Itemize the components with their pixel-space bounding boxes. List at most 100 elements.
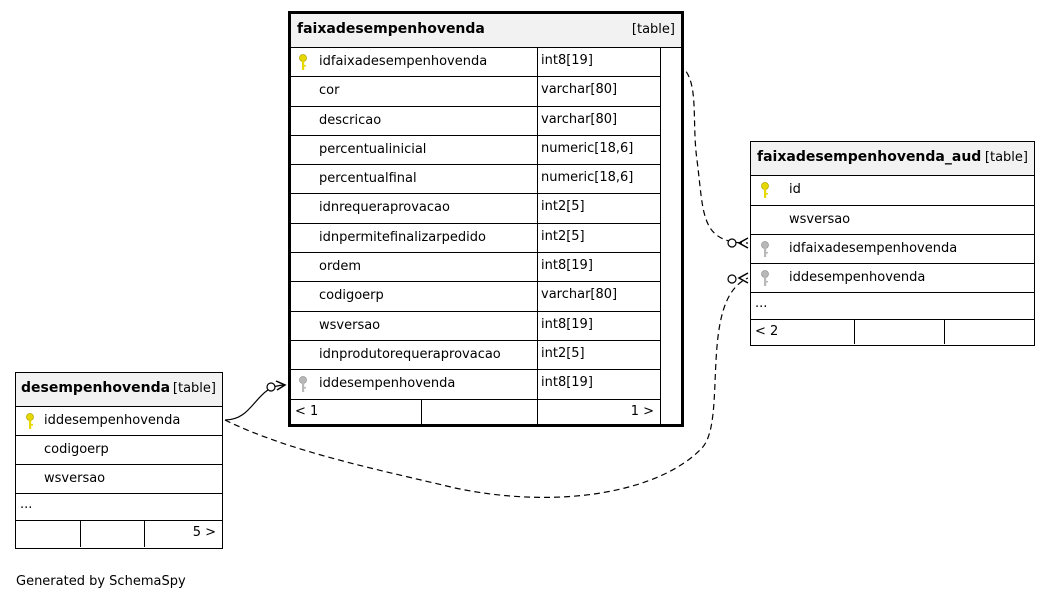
column-row[interactable]: percentualfinal numeric[18,6] bbox=[291, 165, 660, 195]
column-type: varchar[80] bbox=[541, 82, 618, 98]
children-count[interactable]: 1 > bbox=[630, 403, 654, 419]
foreign-key-icon bbox=[299, 376, 307, 393]
primary-key-icon bbox=[761, 182, 769, 198]
column-divider bbox=[537, 106, 538, 135]
edge-aud-to-faixa bbox=[659, 59, 749, 244]
column-type: int2[5] bbox=[541, 345, 585, 361]
table-footer: < 2 bbox=[751, 320, 1034, 344]
columns-list: idfaixadesempenhovenda int8[19] cor varc… bbox=[291, 48, 661, 425]
column-row[interactable]: wsversao bbox=[16, 465, 222, 494]
column-name: idfaixadesempenhovenda bbox=[789, 241, 958, 256]
column-divider bbox=[537, 370, 538, 399]
edge-optional-circle bbox=[266, 382, 276, 392]
primary-key-icon bbox=[299, 54, 307, 70]
edge-optional-circle bbox=[727, 238, 737, 248]
column-row[interactable]: iddesempenhovenda int8[19] bbox=[291, 370, 660, 400]
column-row[interactable]: idnpermitefinalizarpedido int2[5] bbox=[291, 223, 660, 254]
column-name: percentualfinal bbox=[319, 171, 417, 187]
column-row[interactable]: iddesempenhovenda bbox=[16, 407, 222, 436]
column-type: int8[19] bbox=[541, 316, 593, 332]
column-divider bbox=[537, 223, 538, 253]
edge-optional-circle bbox=[727, 274, 737, 284]
more-columns-ellipsis: ... bbox=[20, 497, 33, 512]
edge-aud-to-desempenho bbox=[224, 277, 749, 498]
column-type: int2[5] bbox=[541, 199, 585, 215]
children-count[interactable]: 5 > bbox=[192, 525, 216, 540]
column-name: wsversao bbox=[319, 317, 381, 333]
column-name: cor bbox=[319, 83, 340, 99]
table-type-label: [table] bbox=[984, 150, 1028, 165]
column-row[interactable]: codigoerp varchar[80] bbox=[291, 282, 660, 312]
column-row[interactable]: idfaixadesempenhovenda bbox=[751, 235, 1034, 264]
table-name: desempenhovenda bbox=[21, 380, 171, 396]
column-name: id bbox=[789, 182, 801, 197]
column-row[interactable]: descricao varchar[80] bbox=[291, 106, 660, 136]
foreign-key-icon bbox=[761, 270, 769, 286]
column-type: int8[19] bbox=[541, 375, 593, 391]
column-divider bbox=[537, 311, 538, 340]
generated-by-label: Generated by SchemaSpy bbox=[16, 574, 186, 589]
column-type: varchar[80] bbox=[541, 287, 618, 303]
column-name: percentualinicial bbox=[319, 141, 427, 157]
column-row[interactable]: idnrequeraprovacao int2[5] bbox=[291, 194, 660, 224]
column-name: idnrequeraprovacao bbox=[319, 200, 450, 216]
column-type: numeric[18,6] bbox=[541, 140, 634, 156]
column-type: int2[5] bbox=[541, 228, 585, 244]
column-row[interactable]: wsversao int8[19] bbox=[291, 311, 660, 341]
column-row[interactable]: codigoerp bbox=[16, 436, 222, 465]
column-name: idnprodutorequeraprovacao bbox=[319, 346, 501, 362]
foreign-key-icon bbox=[761, 241, 769, 257]
footer-divider bbox=[854, 320, 855, 344]
column-divider bbox=[537, 165, 538, 194]
more-columns-ellipsis: ... bbox=[755, 296, 768, 311]
column-type: numeric[18,6] bbox=[541, 170, 634, 186]
table-header: desempenhovenda [table] bbox=[16, 373, 222, 407]
column-row[interactable]: id bbox=[751, 176, 1034, 206]
table-footer: 5 > bbox=[16, 521, 222, 547]
column-type: int8[19] bbox=[541, 258, 593, 274]
column-type: int8[19] bbox=[541, 53, 593, 68]
column-row[interactable]: cor varchar[80] bbox=[291, 77, 660, 107]
column-row[interactable]: ordem int8[19] bbox=[291, 253, 660, 283]
column-row[interactable]: percentualinicial numeric[18,6] bbox=[291, 135, 660, 166]
column-name: iddesempenhovenda bbox=[44, 413, 181, 428]
table-name: faixadesempenhovenda bbox=[297, 21, 485, 37]
more-columns-row[interactable]: ... bbox=[16, 494, 222, 521]
footer-divider bbox=[421, 399, 422, 425]
parents-count[interactable]: < 1 bbox=[295, 403, 319, 419]
table-type-label: [table] bbox=[172, 381, 216, 396]
table-desempenhovenda[interactable]: desempenhovenda [table] iddesempenhovend… bbox=[15, 372, 223, 549]
table-faixadesempenhovenda[interactable]: faixadesempenhovenda [table] idfaixadese… bbox=[288, 11, 684, 427]
table-faixadesempenhovenda-aud[interactable]: faixadesempenhovenda_aud [table] id wsve… bbox=[750, 141, 1035, 346]
column-name: idnpermitefinalizarpedido bbox=[319, 229, 486, 245]
column-name: wsversao bbox=[44, 471, 106, 486]
edge-crowfoot bbox=[275, 380, 287, 391]
table-header: faixadesempenhovenda_aud [table] bbox=[751, 142, 1034, 176]
column-name: codigoerp bbox=[319, 288, 384, 304]
table-type-label: [table] bbox=[631, 22, 675, 37]
more-columns-row[interactable]: ... bbox=[751, 293, 1034, 320]
column-name: iddesempenhovenda bbox=[789, 270, 926, 285]
column-divider bbox=[537, 340, 538, 370]
table-name: faixadesempenhovenda_aud bbox=[757, 149, 982, 165]
column-row[interactable]: idnprodutorequeraprovacao int2[5] bbox=[291, 340, 660, 371]
footer-divider bbox=[944, 320, 945, 344]
parents-count[interactable]: < 2 bbox=[755, 324, 779, 339]
column-divider bbox=[537, 48, 538, 77]
column-divider bbox=[537, 135, 538, 165]
table-footer: < 1 1 > bbox=[291, 399, 660, 425]
footer-divider bbox=[537, 399, 538, 425]
edge-crowfoot bbox=[737, 237, 749, 249]
column-divider bbox=[537, 194, 538, 223]
column-row[interactable]: idfaixadesempenhovenda int8[19] bbox=[291, 48, 660, 78]
column-name: codigoerp bbox=[44, 442, 109, 457]
column-name: ordem bbox=[319, 259, 361, 275]
column-divider bbox=[537, 77, 538, 106]
column-row[interactable]: iddesempenhovenda bbox=[751, 264, 1034, 293]
column-type: varchar[80] bbox=[541, 111, 618, 127]
primary-key-icon bbox=[26, 413, 34, 429]
column-row[interactable]: wsversao bbox=[751, 206, 1034, 235]
column-name: idfaixadesempenhovenda bbox=[319, 54, 488, 69]
column-name: wsversao bbox=[789, 212, 851, 227]
